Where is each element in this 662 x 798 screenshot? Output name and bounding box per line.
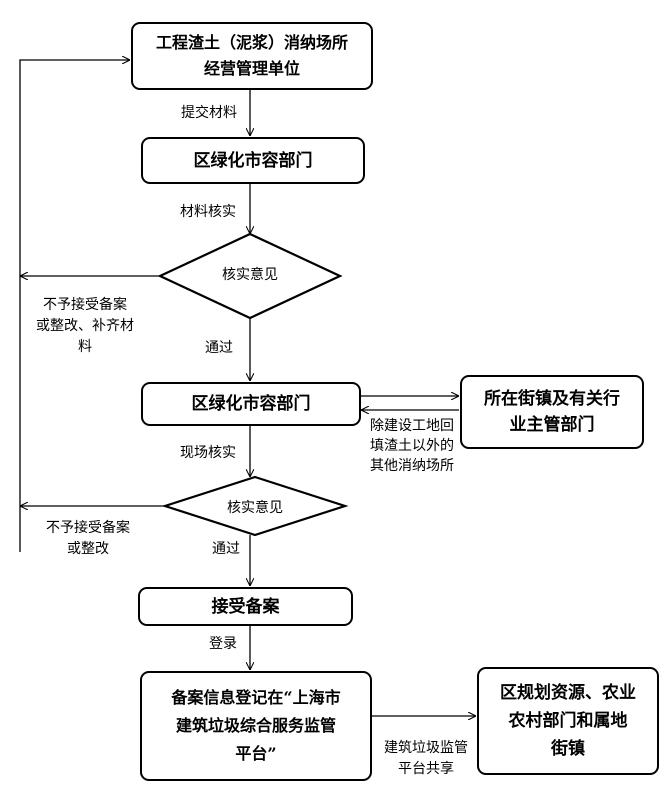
- node-dept-review-1: 区绿化市容部门: [141, 137, 365, 184]
- node-dept-review-2: 区绿化市容部门: [141, 382, 361, 426]
- decision-check-2-label: 核实意见: [227, 500, 283, 516]
- label-site-check: 现场核实: [180, 445, 236, 461]
- decision-diamond-check-1: [157, 232, 343, 320]
- node-accept: 接受备案: [138, 587, 353, 626]
- node-operator: 工程渣土（泥浆）消纳场所 经营管理单位: [131, 22, 373, 90]
- label-pass-1: 通过: [205, 340, 233, 356]
- label-submit-materials: 提交材料: [181, 105, 237, 121]
- node-register: 备案信息登记在“上海市 建筑垃圾综合服务监管 平台”: [140, 671, 372, 781]
- node-planning-dept: 区规划资源、农业 农村部门和属地 街镇: [477, 667, 659, 775]
- decision-check-1-label: 核实意见: [222, 267, 278, 283]
- label-pass-2: 通过: [212, 541, 240, 557]
- edge-return-to-operator: [19, 60, 130, 552]
- label-reject-2: 不予接受备案 或整改: [46, 520, 130, 557]
- label-material-check: 材料核实: [180, 204, 236, 220]
- decision-diamond-check-2: [161, 475, 349, 537]
- label-login: 登录: [209, 636, 237, 652]
- label-platform-share: 建筑垃圾监管 平台共享: [384, 740, 468, 777]
- label-reject-1: 不予接受备案 或整改、补齐材 料: [36, 297, 134, 355]
- node-street-dept: 所在街镇及有关行 业主管部门: [460, 375, 644, 449]
- label-other-sites-note: 除建设工地回 填渣土以外的 其他消纳场所: [370, 418, 454, 474]
